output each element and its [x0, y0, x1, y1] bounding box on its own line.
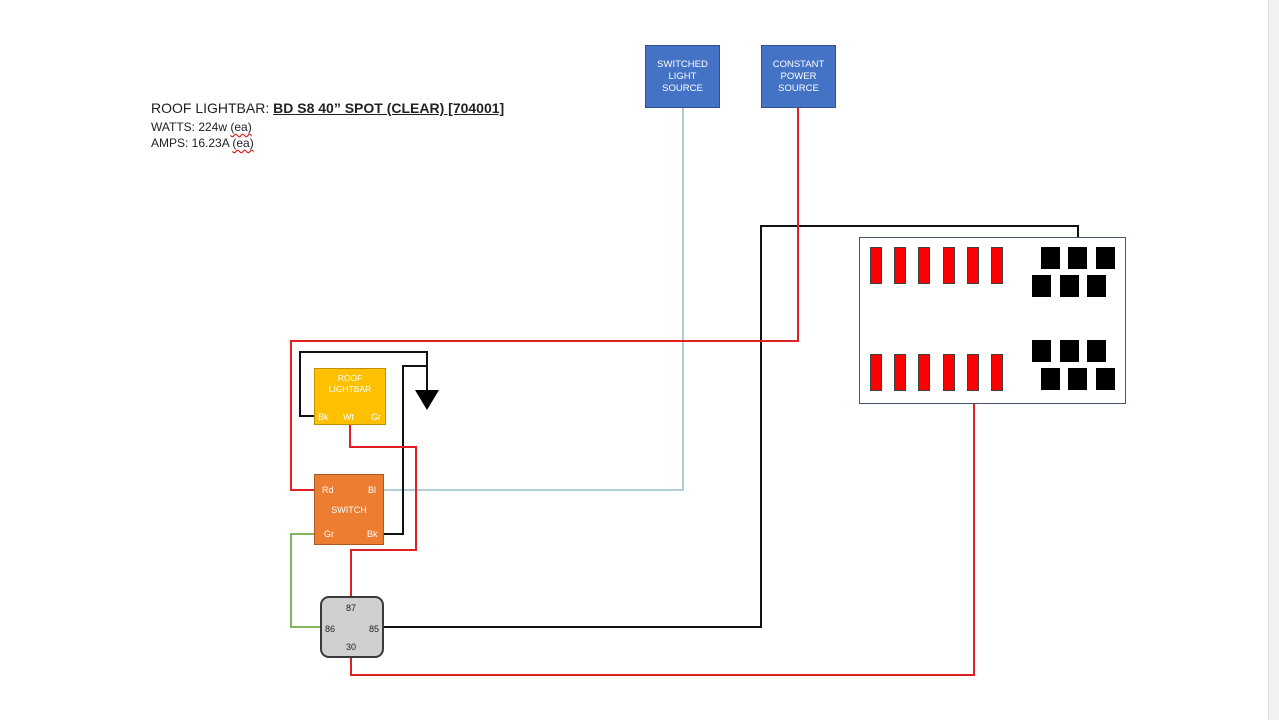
fuse-top-3	[918, 247, 930, 284]
switch-box: SWITCH Rd Bl Gr Bk	[314, 474, 384, 545]
amps-label: AMPS: 16.23A	[151, 136, 233, 150]
diagram-header: ROOF LIGHTBAR: BD S8 40” SPOT (CLEAR) [7…	[151, 99, 504, 151]
relay-slot	[1068, 368, 1087, 390]
wire-switch-bk-ground	[384, 365, 427, 535]
constant-source-line-3: SOURCE	[778, 82, 819, 94]
fuse-bottom-3	[918, 354, 930, 391]
lightbar-label-line-2: LIGHTBAR	[328, 384, 372, 394]
fuse-bottom-2	[894, 354, 906, 391]
relay-slot	[1087, 340, 1106, 362]
fuse-bottom-6	[991, 354, 1003, 391]
fuse-bottom-5	[967, 354, 979, 391]
switched-source-line-3: SOURCE	[662, 82, 703, 94]
relay-pin-85: 85	[369, 624, 380, 634]
relay-slot	[1041, 368, 1060, 390]
wire-switch-gr-to-relay-86	[290, 533, 320, 628]
roof-lightbar-box: ROOF LIGHTBAR Bk Wt Gr	[314, 368, 386, 425]
fuse-top-6	[991, 247, 1003, 284]
switched-source-line-2: LIGHT	[668, 70, 697, 82]
fuse-top-4	[943, 247, 955, 284]
relay-slot	[1096, 247, 1115, 269]
relay-slot	[1060, 275, 1079, 297]
constant-source-line-1: CONSTANT	[772, 58, 825, 70]
wire-lightbar-wt-to-relay-87	[349, 418, 417, 596]
fuse-bottom-4	[943, 354, 955, 391]
switch-label: SWITCH	[331, 504, 367, 515]
title-prefix: ROOF LIGHTBAR:	[151, 100, 274, 116]
window-edge-scrollbar[interactable]	[1268, 0, 1279, 720]
wire-switched-source-to-switch-bl	[384, 108, 684, 491]
relay-slot	[1096, 368, 1115, 390]
switched-light-source-box: SWITCHED LIGHT SOURCE	[645, 45, 720, 108]
watts-label: WATTS: 224w	[151, 120, 231, 134]
title-product: BD S8 40” SPOT (CLEAR) [704001]	[273, 100, 505, 116]
relay-box: 87 86 85 30	[320, 596, 384, 658]
lightbar-pin-bk: Bk	[318, 412, 329, 422]
relay-pin-87: 87	[346, 603, 357, 613]
relay-slot	[1032, 340, 1051, 362]
fuse-panel	[859, 237, 1126, 404]
page-title: ROOF LIGHTBAR: BD S8 40” SPOT (CLEAR) [7…	[151, 99, 504, 117]
constant-source-line-2: POWER	[780, 70, 817, 82]
watts-spec: WATTS: 224w (ea)	[151, 119, 504, 135]
relay-slot	[1087, 275, 1106, 297]
relay-slot	[1041, 247, 1060, 269]
fuse-top-2	[894, 247, 906, 284]
amps-unit: (ea)	[232, 136, 254, 150]
lightbar-label-line-1: ROOF	[337, 373, 363, 383]
relay-slot	[1060, 340, 1079, 362]
amps-spec: AMPS: 16.23A (ea)	[151, 135, 504, 151]
switch-pin-rd: Rd	[322, 485, 334, 495]
switched-source-line-1: SWITCHED	[657, 58, 708, 70]
switch-pin-gr: Gr	[324, 529, 334, 539]
relay-pin-86: 86	[325, 624, 336, 634]
constant-power-source-box: CONSTANT POWER SOURCE	[761, 45, 836, 108]
watts-unit: (ea)	[230, 120, 252, 134]
switch-pin-bk: Bk	[367, 529, 378, 539]
relay-slot	[1032, 275, 1051, 297]
lightbar-pin-gr: Gr	[371, 412, 381, 422]
relay-slot	[1068, 247, 1087, 269]
wire-relay-30-to-fuse	[350, 390, 975, 676]
wire-constant-power-to-switch-rd	[290, 108, 799, 491]
ground-arrow-icon	[415, 390, 439, 410]
relay-pin-30: 30	[346, 642, 357, 652]
fuse-bottom-1	[870, 354, 882, 391]
wire-fuse-to-relay-85	[383, 225, 1079, 628]
fuse-top-1	[870, 247, 882, 284]
fuse-top-5	[967, 247, 979, 284]
switch-pin-bl: Bl	[368, 485, 377, 495]
lightbar-pin-wt: Wt	[343, 412, 354, 422]
